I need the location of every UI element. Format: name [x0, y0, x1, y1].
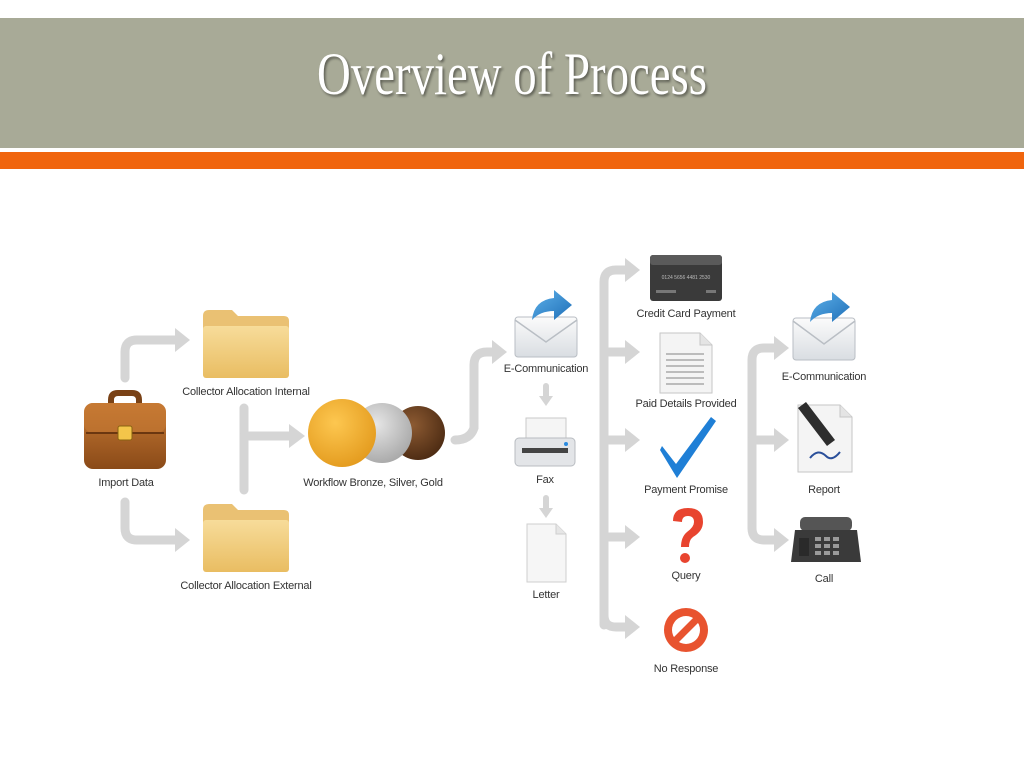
- label-action-ecommunication: E-Communication: [781, 371, 867, 383]
- fax-icon: [514, 417, 576, 467]
- label-workflow: Workflow Bronze, Silver, Gold: [303, 477, 443, 489]
- label-action-call: Call: [814, 573, 834, 585]
- card-number: 0124 5656 4481 2530: [662, 275, 711, 281]
- label-payment-promise: Payment Promise: [644, 484, 728, 496]
- paid-details-document-icon: [659, 332, 713, 394]
- action-ecommunication-envelope-icon: [792, 292, 856, 361]
- telephone-icon: [791, 517, 861, 562]
- label-import-data: Import Data: [98, 477, 154, 489]
- letter-icon: [526, 523, 567, 583]
- briefcase-icon: [84, 390, 166, 469]
- slide-title: Overview of Process: [317, 41, 707, 107]
- label-query: Query: [671, 570, 701, 582]
- label-paid-details-provided: Paid Details Provided: [635, 398, 737, 410]
- accent-bar: [0, 152, 1024, 169]
- label-collector-external: Collector Allocation External: [180, 580, 312, 592]
- label-no-response: No Response: [653, 663, 719, 675]
- label-channel-fax: Fax: [536, 474, 554, 486]
- arrow-heads: [175, 258, 789, 639]
- folder-external-icon: [203, 504, 289, 572]
- workflow-medals-icon: [308, 399, 445, 467]
- label-credit-card-payment: Credit Card Payment: [636, 308, 736, 320]
- arrow-to-internal: [120, 335, 183, 383]
- arrow-to-channels: [450, 347, 500, 445]
- folder-internal-icon: [203, 310, 289, 378]
- label-action-report: Report: [808, 484, 840, 496]
- arrow-to-no-response: [599, 610, 633, 632]
- slide-header: [0, 18, 1024, 148]
- actions-bracket: [747, 343, 782, 533]
- ecommunication-envelope-icon: [514, 290, 578, 358]
- report-document-icon: [797, 402, 853, 473]
- label-collector-internal: Collector Allocation Internal: [182, 386, 310, 398]
- outcomes-bracket: [599, 265, 633, 630]
- credit-card-icon: 0124 5656 4481 2530: [650, 255, 722, 301]
- checkmark-icon: [660, 417, 716, 478]
- no-entry-icon: [664, 608, 708, 652]
- label-channel-ecommunication: E-Communication: [503, 363, 589, 375]
- arrow-to-call: [747, 523, 782, 545]
- arrow-to-external: [120, 497, 183, 545]
- label-channel-letter: Letter: [532, 589, 560, 601]
- connector-arrows: [120, 265, 782, 632]
- question-mark-icon: [673, 508, 703, 563]
